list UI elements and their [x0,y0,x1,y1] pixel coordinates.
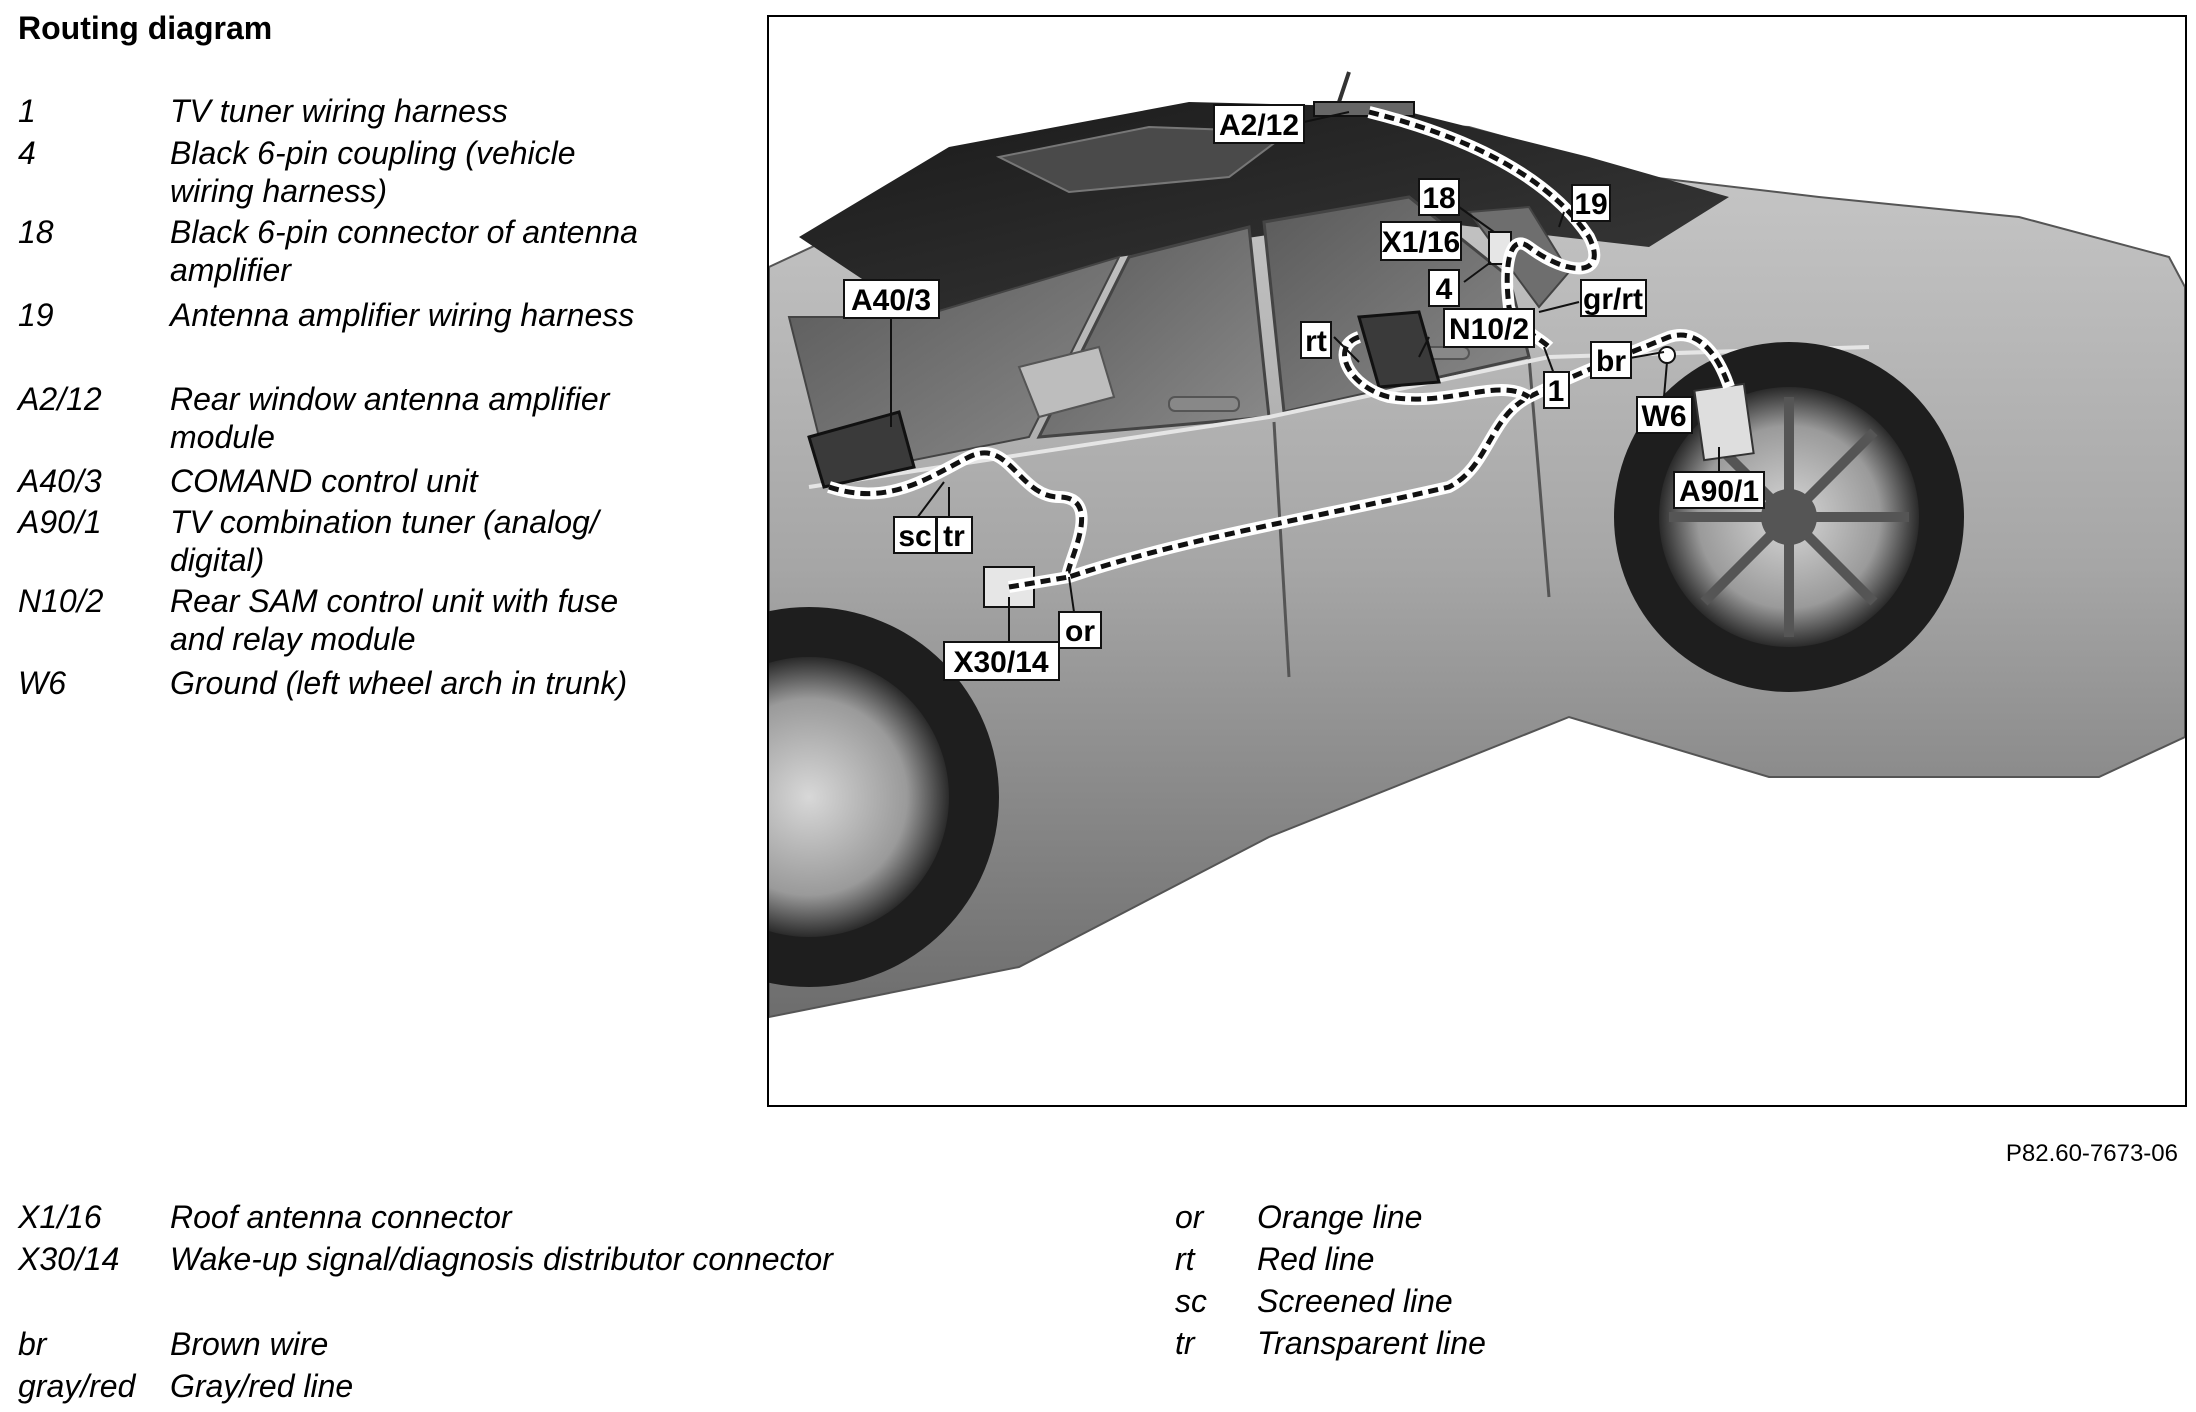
legend-desc: Transparent line [1257,1325,1486,1361]
routing-figure: A2/12 18 19 X1/16 4 gr/rt N10/2 rt A40/3… [767,15,2187,1107]
legend-desc: TV combination tuner (analog/ digital) [170,504,599,578]
page-title: Routing diagram [18,10,273,46]
legend-code: 19 [18,297,54,333]
legend-desc: Screened line [1257,1283,1453,1319]
legend-code: sc [1175,1283,1207,1319]
legend-code: rt [1175,1241,1195,1277]
legend-item: W6 Ground (left wheel arch in trunk) [18,664,698,704]
legend-item: 1 TV tuner wiring harness [18,92,668,132]
callout-19: 19 [1574,188,1607,221]
legend-code: 4 [18,135,36,171]
legend-desc: Red line [1257,1241,1375,1277]
callout-w6: W6 [1642,400,1687,433]
legend-desc: Ground (left wheel arch in trunk) [170,665,628,701]
callout-4: 4 [1436,273,1453,306]
callout-18: 18 [1422,182,1455,215]
legend-code: N10/2 [18,583,104,619]
callout-sc: sc [898,520,931,553]
legend-code: X1/16 [18,1199,102,1235]
legend-code: A40/3 [18,463,102,499]
legend-item: rt Red line [1175,1240,1875,1280]
legend-desc: Orange line [1257,1199,1423,1235]
legend-item: 18 Black 6-pin connector of antenna ampl… [18,213,668,293]
callout-x1-16: X1/16 [1382,226,1460,259]
car-body [769,71,2185,1105]
legend-item: gray/red Gray/red line [18,1367,1118,1407]
legend-item: sc Screened line [1175,1282,1875,1322]
legend-code: or [1175,1199,1204,1235]
legend-desc: Brown wire [170,1326,329,1362]
legend-desc: Rear SAM control unit with fuse and rela… [170,583,619,657]
legend-code: A90/1 [18,504,102,540]
legend-item: or Orange line [1175,1198,1875,1238]
legend-desc: Antenna amplifier wiring harness [170,297,635,333]
legend-item: 4 Black 6-pin coupling (vehicle wiring h… [18,134,668,214]
legend-code: 18 [18,214,54,250]
legend-desc: Rear window antenna amplifier module [170,381,610,455]
callout-1: 1 [1548,375,1565,408]
legend-desc: COMAND control unit [170,463,478,499]
callout-br: br [1596,345,1626,378]
legend-code: tr [1175,1325,1195,1361]
callout-tr: tr [943,520,965,553]
callout-labels: A2/12 18 19 X1/16 4 gr/rt N10/2 rt A40/3… [843,104,1765,681]
legend-item: A40/3 COMAND control unit [18,462,668,502]
legend-desc: Black 6-pin coupling (vehicle wiring har… [170,135,576,209]
callout-or: or [1065,615,1095,648]
legend-desc: TV tuner wiring harness [170,93,508,129]
legend-item: br Brown wire [18,1325,1118,1365]
car-illustration: A2/12 18 19 X1/16 4 gr/rt N10/2 rt A40/3… [769,71,2185,1105]
legend-code: W6 [18,665,66,701]
legend-item: A2/12 Rear window antenna amplifier modu… [18,380,668,460]
figure-id: P82.60-7673-06 [2005,1140,2178,1167]
legend-item: 19 Antenna amplifier wiring harness [18,296,668,336]
legend-desc: Wake-up signal/diagnosis distributor con… [170,1241,833,1277]
legend-code: br [18,1326,47,1362]
legend-code: gray/red [18,1368,136,1404]
legend-item: tr Transparent line [1175,1324,1875,1364]
legend-desc: Roof antenna connector [170,1199,512,1235]
legend-code: A2/12 [18,381,102,417]
callout-a90-1: A90/1 [1679,475,1759,508]
callout-rt: rt [1305,325,1327,358]
leader-lines [890,111,1720,642]
callout-n10-2: N10/2 [1449,313,1529,346]
callout-a2-12: A2/12 [1219,109,1299,142]
legend-item: A90/1 TV combination tuner (analog/ digi… [18,503,668,583]
callout-gr-rt: gr/rt [1583,283,1643,316]
components [807,101,1755,608]
callout-a40-3: A40/3 [851,284,931,317]
legend-code: 1 [18,93,36,129]
legend-desc: Gray/red line [170,1368,354,1404]
legend-item: X30/14 Wake-up signal/diagnosis distribu… [18,1240,1118,1280]
callout-x30-14: X30/14 [953,646,1048,679]
legend-item: X1/16 Roof antenna connector [18,1198,1118,1238]
legend-code: X30/14 [18,1241,120,1277]
legend-desc: Black 6-pin connector of antenna amplifi… [170,214,638,288]
legend-item: N10/2 Rear SAM control unit with fuse an… [18,582,668,662]
